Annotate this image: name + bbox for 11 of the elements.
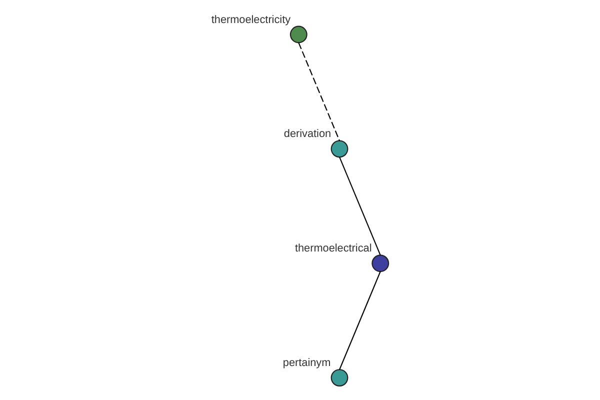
node-label: derivation [284,128,332,140]
connector [339,156,381,256]
node-label: pertainym [282,357,331,370]
node-label: thermoelectrical [294,242,372,255]
node-circle [290,26,308,44]
connector [339,271,381,370]
node-circle [330,140,348,158]
node-label: thermoelectricity [211,14,291,26]
node-circle [330,369,348,386]
connector [298,42,340,141]
node-circle [372,254,390,272]
